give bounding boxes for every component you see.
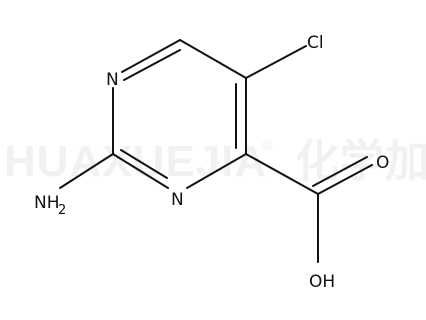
atom-nh2: NH bbox=[34, 193, 60, 213]
atom-oh: OH bbox=[309, 272, 335, 292]
atom-o-carbonyl: O bbox=[376, 153, 389, 173]
bond-n1-c6-inner bbox=[123, 49, 181, 81]
atom-n-bottom: N bbox=[171, 190, 184, 210]
bond-c4-n3 bbox=[186, 153, 247, 189]
bond-c-o-double-2 bbox=[312, 156, 368, 187]
atom-n-top: N bbox=[106, 70, 119, 90]
atom-cl: Cl bbox=[307, 33, 324, 53]
atom-nh2-subscript: 2 bbox=[58, 203, 66, 218]
bond-n3-c2-inner bbox=[120, 149, 168, 179]
bond-n1-c6 bbox=[121, 39, 181, 73]
bond-c-o-double-1 bbox=[317, 164, 373, 195]
bond-c2-nh2 bbox=[59, 153, 114, 189]
watermark-text: HUAXUEJIA bbox=[4, 137, 267, 186]
watermark-registered-mark: ® bbox=[262, 137, 273, 153]
bond-n3-c2 bbox=[112, 153, 169, 189]
bond-c4-cooh bbox=[245, 153, 319, 195]
bond-c6-c5 bbox=[179, 39, 247, 79]
bond-c5-cl bbox=[245, 45, 307, 79]
